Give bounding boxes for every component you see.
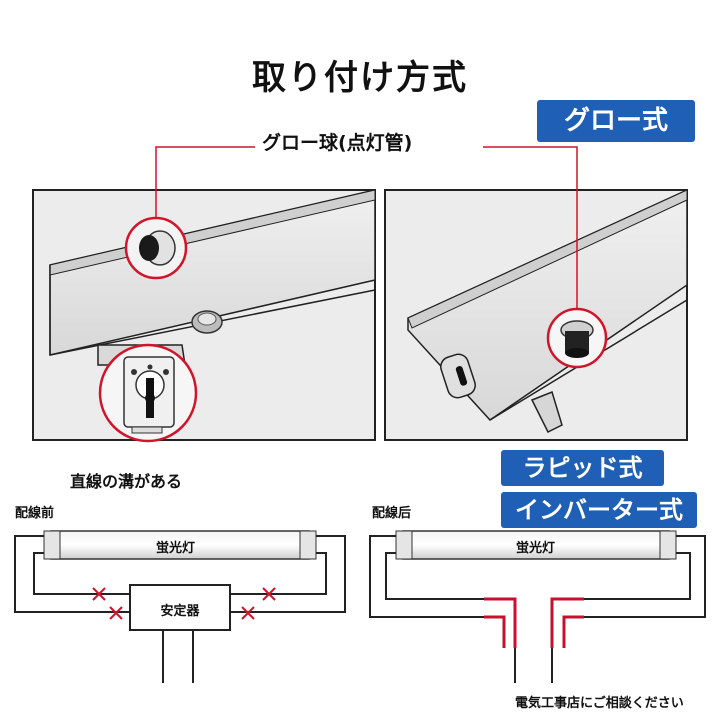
page-title: 取り付け方式 <box>252 58 468 98</box>
tube-label-before: 蛍光灯 <box>156 541 196 556</box>
wiring-after-label: 配線后 <box>372 506 412 521</box>
glow-lamp-closeup <box>124 216 188 280</box>
wiring-before-label: 配線前 <box>15 506 55 521</box>
groove-label: 直線の溝がある <box>70 472 183 491</box>
tube-label-after: 蛍光灯 <box>516 541 556 556</box>
glow-socket-small <box>191 310 223 334</box>
glow-socket-closeup-right <box>546 307 608 369</box>
rapid-socket <box>440 353 563 434</box>
ballast-label: 安定器 <box>160 604 200 619</box>
socket-groove-closeup <box>98 343 198 443</box>
inverter-type-badge: インバーター式 <box>501 492 697 528</box>
left-fixture-panel <box>32 189 376 441</box>
glow-type-badge: グロー式 <box>537 100 695 142</box>
wiring-before <box>14 530 346 683</box>
glow-lamp-label: グロー球(点灯管) <box>262 132 413 154</box>
right-fixture-panel <box>384 188 688 441</box>
contact-electrician-note: 電気工事店にご相談ください <box>515 696 684 711</box>
glow-callout-line <box>155 146 255 218</box>
wiring-after <box>369 530 706 683</box>
rapid-type-badge: ラピッド式 <box>501 450 664 486</box>
right-callout-line <box>483 146 578 309</box>
